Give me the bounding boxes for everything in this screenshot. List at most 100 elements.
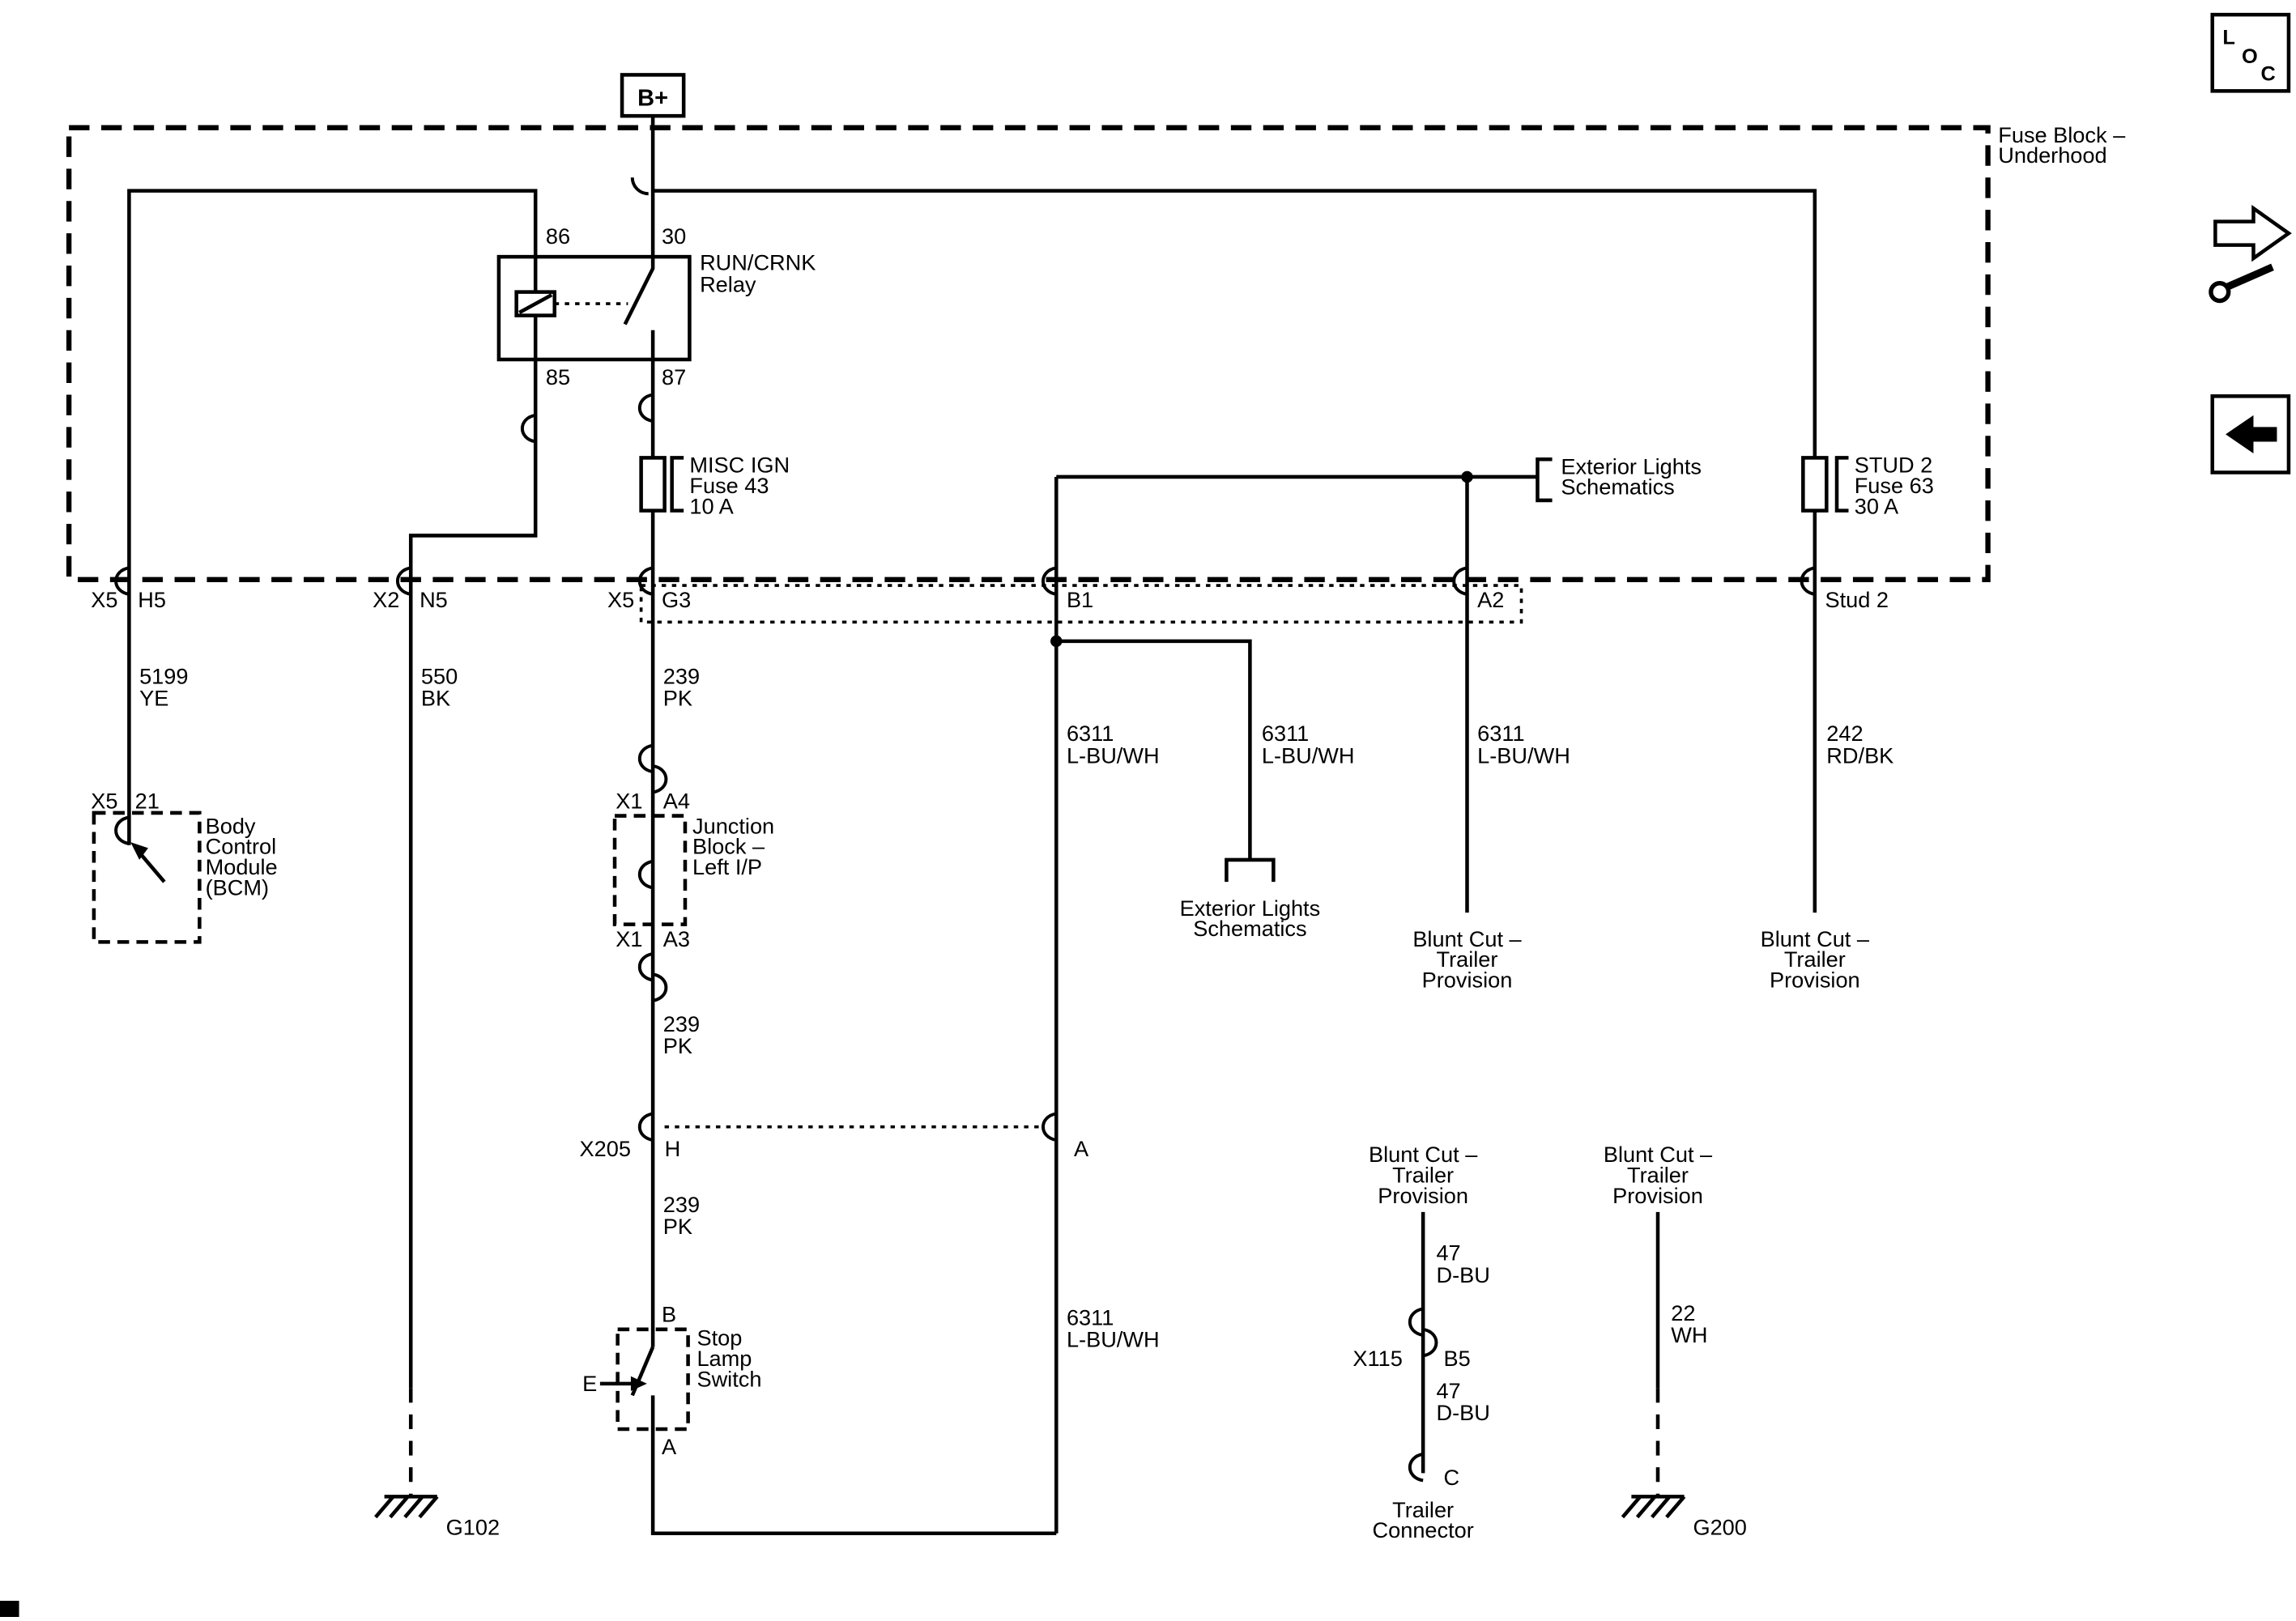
bcm-name: (BCM) — [206, 874, 269, 900]
wire-label-6311: 6311 — [1067, 721, 1114, 746]
wire-label-6311: 6311 — [1067, 1304, 1114, 1330]
wire-label-6311-color: L-BU/WH — [1067, 1327, 1160, 1352]
blunt-cut-label: Blunt Cut – — [1412, 926, 1522, 951]
ext-lights-label: Exterior Lights — [1180, 896, 1321, 921]
bcm-connector: X5 — [91, 788, 117, 813]
blunt-cut-label: Blunt Cut – — [1604, 1142, 1713, 1167]
bcm-name: Module — [206, 854, 278, 879]
bcm-driver-arrowhead — [130, 842, 148, 860]
x205-pin-h: H — [665, 1136, 681, 1161]
trailer-name: Trailer — [1392, 1497, 1454, 1522]
jb-name: Block – — [692, 834, 765, 859]
bcm-name: Body — [206, 813, 256, 838]
fuse-43-bracket — [670, 456, 684, 513]
fuse-block-border — [66, 125, 1991, 582]
fuse-block-title: Fuse Block – — [1998, 122, 2126, 147]
wire-label-47-color: D-BU — [1436, 1400, 1489, 1425]
blunt-cut-label: Trailer — [1627, 1163, 1689, 1188]
blunt-cut-x115: Blunt Cut – Trailer Provision — [1369, 1142, 1478, 1208]
connector-x115: X115 B5 — [1352, 1346, 1470, 1371]
terminal-x2: X2 — [373, 587, 399, 612]
ext-lights-label: Schematics — [1561, 474, 1674, 500]
blunt-cut-g200: Blunt Cut – Trailer Provision — [1604, 1142, 1713, 1208]
trailer-name: Connector — [1373, 1517, 1474, 1542]
x115-pin-b5: B5 — [1444, 1346, 1471, 1371]
terminal-n5: N5 — [420, 587, 448, 612]
loc-icon-box[interactable] — [2210, 12, 2291, 93]
jb-connector-bottom: X1 — [616, 926, 642, 951]
wire-label-6311-color: L-BU/WH — [1067, 742, 1160, 768]
loc-letter-o: O — [2242, 45, 2258, 68]
relay-pin-86: 86 — [546, 223, 570, 249]
b-plus-terminal: B+ — [620, 73, 686, 118]
ext-lights-label: Exterior Lights — [1561, 453, 1702, 479]
loc-icon[interactable]: L O C — [2210, 12, 2291, 93]
back-icon-box[interactable] — [2210, 394, 2291, 474]
fuse-63-label: Fuse 63 — [1855, 473, 1934, 498]
wire-label-5199: 5199 — [139, 663, 188, 688]
ground-g102: G102 — [374, 1495, 500, 1540]
stoplamp-pin-b: B — [662, 1302, 676, 1327]
fuse-43-label: 10 A — [689, 493, 734, 518]
corner-mark — [0, 1601, 19, 1617]
wire-label-47: 47 — [1436, 1240, 1460, 1266]
wire-bplus-to-fuse63 — [653, 189, 1817, 458]
ground-label-g102: G102 — [446, 1515, 500, 1540]
terminal-a2: A2 — [1477, 587, 1504, 612]
ground-symbol — [1621, 1495, 1686, 1519]
terminal-stud2: Stud 2 — [1825, 587, 1889, 612]
relay-name: Relay — [700, 272, 756, 297]
wires — [127, 116, 1817, 1535]
wire-label-239-color: PK — [663, 686, 692, 711]
terminal-b1: B1 — [1067, 587, 1093, 612]
fuse-block-title: Underhood — [1998, 143, 2106, 168]
ref-bracket — [1536, 457, 1553, 503]
ground-g200: G200 — [1621, 1495, 1747, 1540]
wire-label-242-color: RD/BK — [1826, 742, 1893, 768]
arrow-right-icon — [2213, 204, 2292, 262]
blunt-cut-label: Blunt Cut – — [1369, 1142, 1478, 1167]
blunt-cut-label: Provision — [1770, 968, 1860, 993]
wire-6311-branch — [1056, 639, 1252, 860]
blunt-cut-label: Trailer — [1392, 1163, 1454, 1188]
wire-label-6311-color: L-BU/WH — [1477, 742, 1570, 768]
stoplamp-name: Stop — [696, 1325, 742, 1351]
bcm-name: Control — [206, 834, 277, 859]
wire-labels: 5199 YE 550 BK 239 PK 6311 L-BU/WH 6311 … — [139, 663, 1893, 1425]
blunt-cut-label: Blunt Cut – — [1761, 926, 1870, 951]
how-to-use-icon[interactable] — [2209, 204, 2292, 304]
fuse-63-stud-2: STUD 2 Fuse 63 30 A — [1801, 453, 1934, 518]
arrow-left-icon — [2226, 415, 2277, 453]
stoplamp-pin-a: A — [662, 1434, 677, 1459]
back-icon[interactable] — [2210, 394, 2291, 474]
jb-pin-a4: A4 — [663, 788, 690, 813]
ground-label-g200: G200 — [1693, 1515, 1746, 1540]
ext-lights-label: Schematics — [1193, 916, 1306, 941]
exterior-lights-ref-top: Exterior Lights Schematics — [1536, 453, 1702, 503]
relay-pin-87: 87 — [662, 364, 686, 389]
junction-block-left-ip: X1 A4 Junction Block – Left I/P X1 A3 — [612, 788, 774, 951]
connector-hooks — [114, 393, 1816, 1483]
relay-box — [496, 254, 692, 362]
fuse-43-misc-ign: MISC IGN Fuse 43 10 A — [639, 453, 790, 518]
blunt-cut-stud2: Blunt Cut – Trailer Provision — [1761, 926, 1870, 993]
wire-label-239: 239 — [663, 1011, 700, 1036]
fuse-63-label: STUD 2 — [1855, 453, 1933, 478]
wire-label-6311: 6311 — [1262, 721, 1309, 746]
relay-coil-diagonal — [518, 293, 553, 314]
loc-letter-c: C — [2261, 63, 2276, 86]
body-control-module: X5 21 Body Control Module (BCM) — [91, 788, 278, 944]
stoplamp-name: Lamp — [696, 1346, 752, 1371]
fuse-block-underhood: Fuse Block – Underhood — [66, 122, 2126, 624]
jb-name: Junction — [692, 813, 774, 838]
splice-dot — [1461, 470, 1473, 483]
wire-label-47-color: D-BU — [1436, 1262, 1489, 1287]
terminal-h5: H5 — [138, 587, 166, 612]
stoplamp-box — [616, 1327, 690, 1432]
stoplamp-actuator-label: E — [582, 1371, 597, 1396]
stop-lamp-switch: B E Stop Lamp Switch A — [582, 1302, 761, 1459]
blunt-cut-label: Provision — [1378, 1183, 1468, 1208]
fuse-63-symbol — [1801, 456, 1829, 513]
wire-label-5199-color: YE — [139, 686, 168, 711]
